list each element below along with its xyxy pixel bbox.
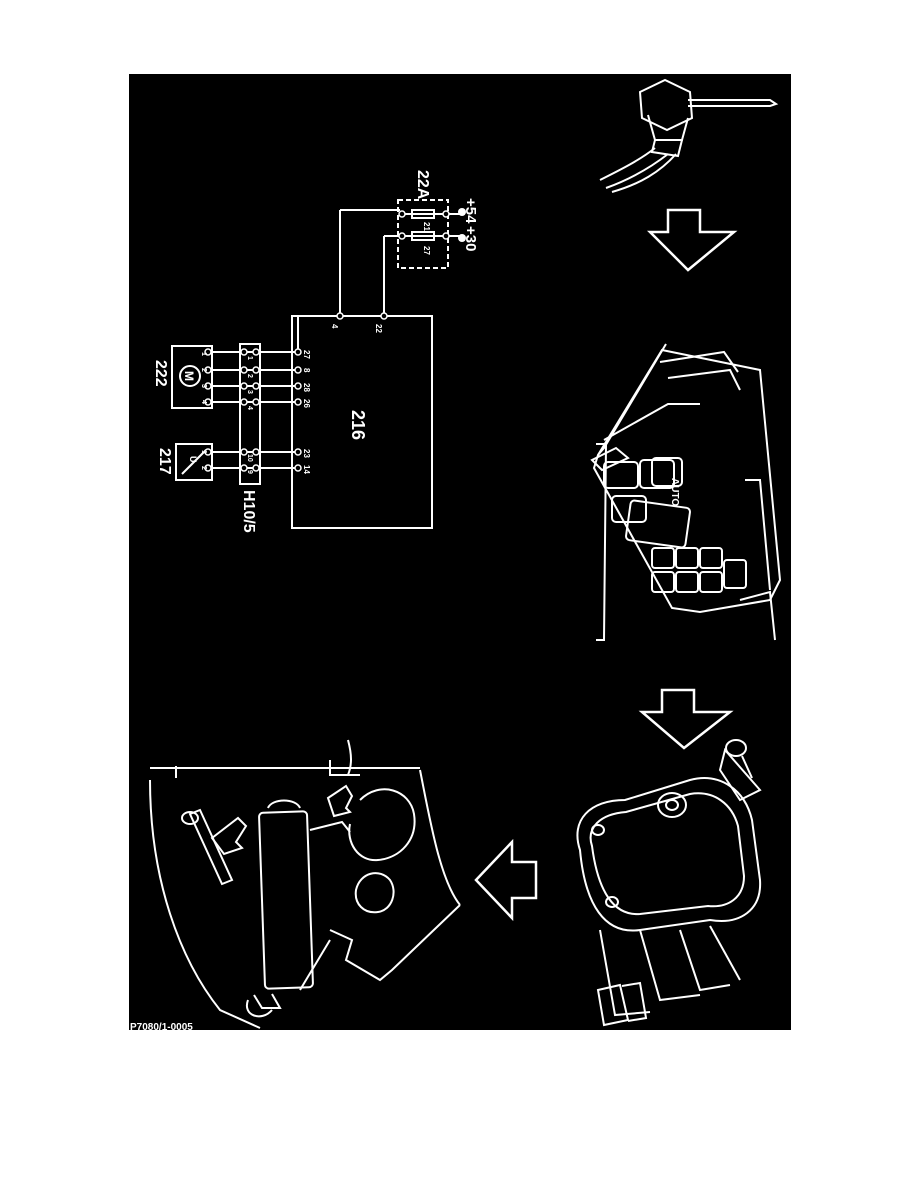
fuse-21-label: 21: [422, 222, 431, 231]
terminal-points: [204, 210, 450, 472]
control-module-label: 216: [348, 410, 368, 440]
control-module-216: [291, 315, 433, 529]
arrow-down-icon: [638, 688, 734, 750]
wiring-schematic: [171, 199, 460, 529]
figure-background: [129, 74, 791, 1030]
motor-pin-label: 3: [200, 384, 207, 388]
probe-connector-illustration: [599, 78, 779, 193]
fuse-box-label: 22A: [414, 170, 431, 200]
pin-label: 4: [330, 324, 339, 329]
sensor-pin-label: 1: [200, 450, 207, 454]
connector-pin-label: 3: [246, 390, 253, 394]
connector-pin-label: 4: [246, 406, 253, 410]
supply-terminal-30: [458, 234, 466, 242]
supply-30-label: +30: [462, 226, 479, 251]
motor-label: 222: [152, 360, 169, 387]
connector-pin-label: 2: [246, 374, 253, 378]
connector-pin-label: 9: [246, 470, 253, 474]
sensor-217: [175, 443, 213, 481]
pin-label: 14: [302, 465, 311, 474]
motor-pin-label: 4: [200, 400, 207, 404]
pin-label: 28: [302, 383, 311, 392]
pin-label: 22: [374, 324, 383, 333]
pin-label: 8: [302, 368, 311, 373]
pin-label: 27: [302, 350, 311, 359]
sensor-symbol: U: [188, 456, 198, 463]
sensor-label: 217: [156, 448, 173, 475]
motor-pin-label: 2: [200, 368, 207, 372]
connector-label: H10/5: [240, 490, 257, 533]
connector-pin-label: 1: [246, 356, 253, 360]
pin-label: 26: [302, 399, 311, 408]
motor-symbol: M: [182, 371, 196, 381]
switch-auto-label: AUTO: [669, 478, 680, 506]
corner-code: P7080/1-0005: [130, 1022, 193, 1033]
motor-pin-label: 1: [200, 352, 207, 356]
supply-54-label: +54: [462, 198, 479, 224]
sensor-pin-label: 2: [200, 466, 207, 470]
arrow-left-icon: [474, 838, 538, 922]
dashboard-location-illustration: [149, 739, 461, 1029]
actuator-motor-illustration: [576, 739, 762, 1027]
connector-h10-5: [239, 343, 261, 485]
climate-control-panel-illustration: [590, 343, 782, 641]
fuse-27-label: 27: [422, 246, 431, 255]
motor-222: [171, 345, 213, 409]
supply-terminal-54: [458, 208, 466, 216]
connector-pin-label: 10: [246, 454, 253, 462]
arrow-down-icon: [646, 208, 738, 272]
pin-label: 23: [302, 449, 311, 458]
